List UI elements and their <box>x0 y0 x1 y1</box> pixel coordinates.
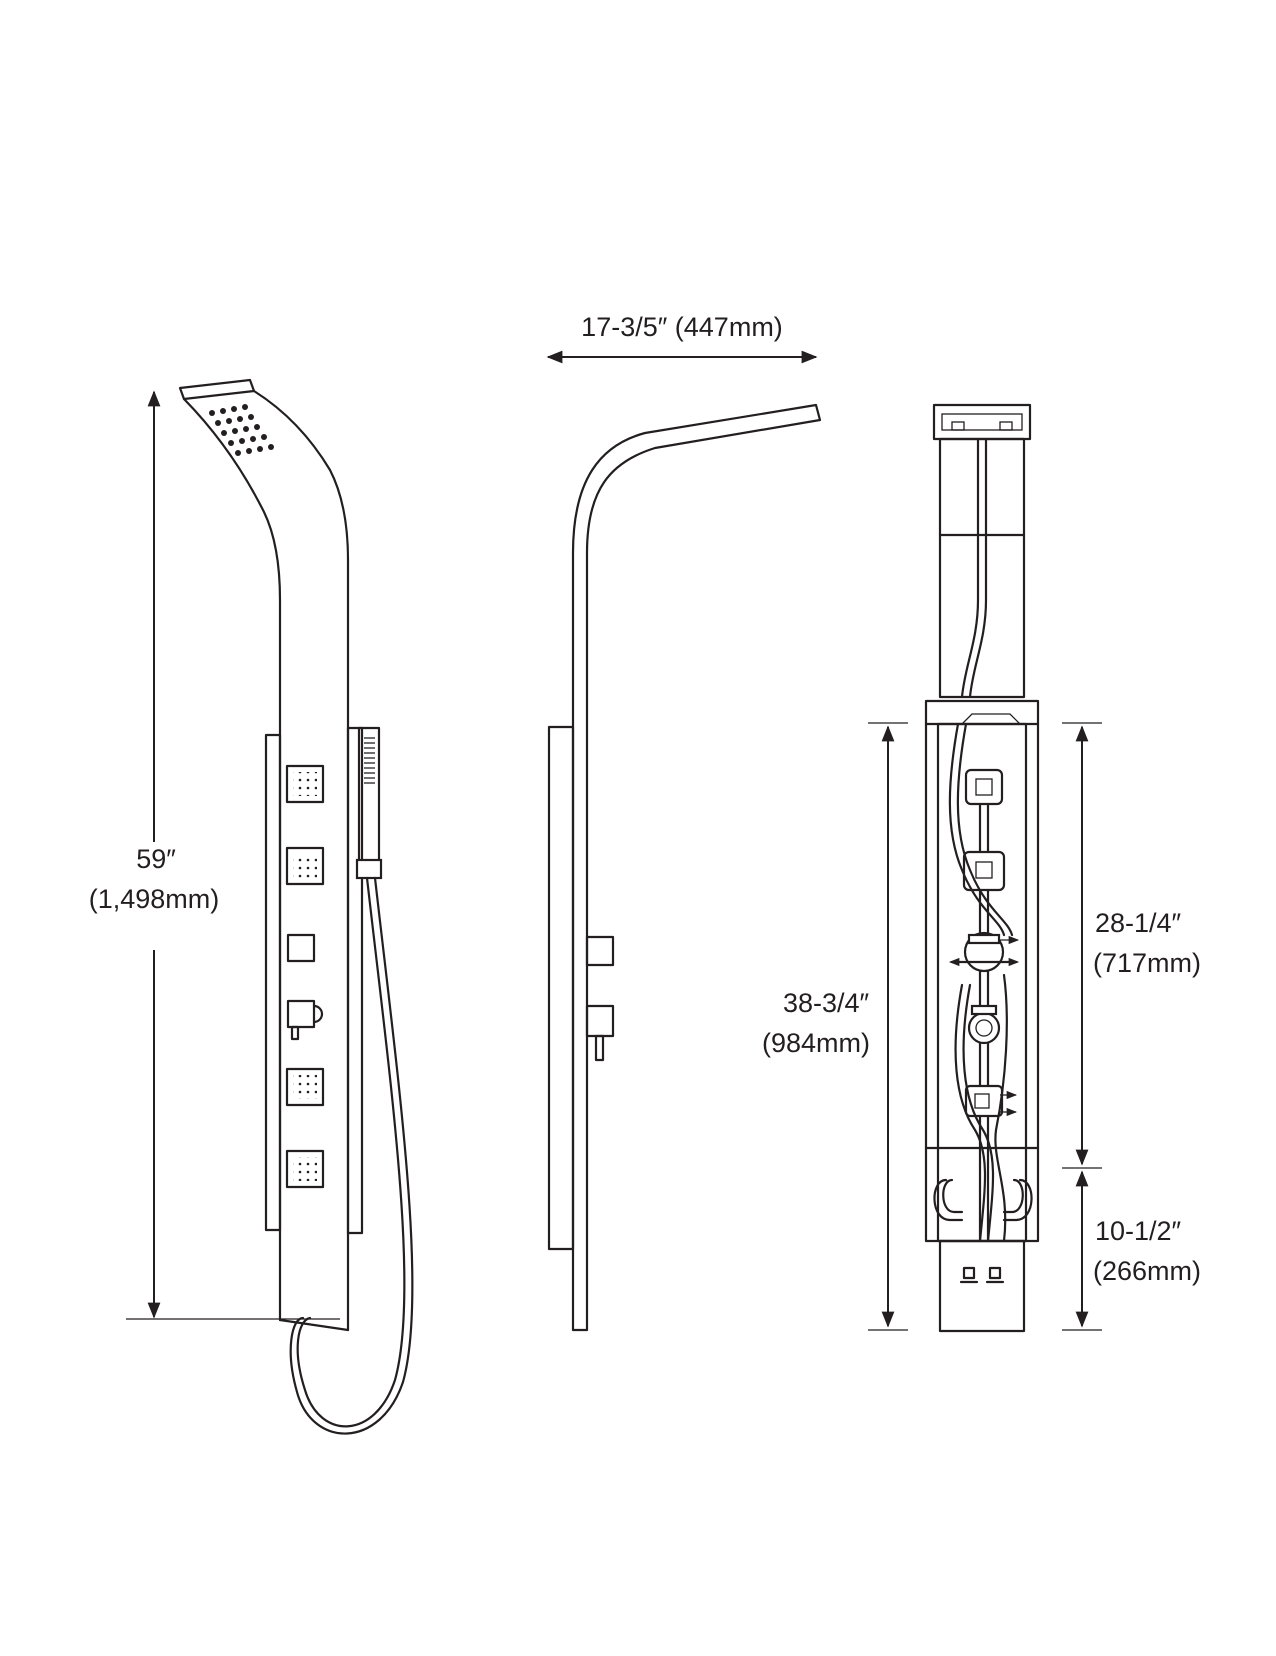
side-diverter-knob <box>585 935 615 967</box>
upper-column <box>938 437 1026 699</box>
flexible-hoses <box>948 722 1014 1243</box>
inlet-hooks <box>933 1178 1033 1222</box>
wall-connectors-icon <box>959 1266 1005 1284</box>
front-view: 59″ (1,498mm) <box>89 378 414 1435</box>
depth-label: 17-3/5″ (447mm) <box>581 312 783 342</box>
panel-side-rail <box>264 733 282 1232</box>
thermostatic-valve-body <box>967 1004 1001 1045</box>
lower-height-metric: (984mm) <box>762 1028 870 1058</box>
body-jet-3 <box>285 1067 325 1107</box>
mid-height-imperial: 28-1/4″ <box>1095 908 1182 938</box>
panel-back-rail <box>346 726 364 1235</box>
hand-shower <box>355 726 383 880</box>
bottom-height-dimension <box>1062 1170 1102 1331</box>
side-temperature-valve <box>585 1004 615 1038</box>
lower-height-imperial: 38-3/4″ <box>783 988 870 1018</box>
diverter-valve-body <box>950 931 1018 973</box>
mid-height-dimension <box>1062 722 1102 1169</box>
rain-shower-head <box>178 378 350 1332</box>
flow-arrows-icon <box>948 935 1020 1117</box>
bottom-column <box>938 1239 1026 1333</box>
hand-shower-hose <box>289 876 414 1435</box>
diverter-knob <box>286 933 316 963</box>
panel-bottom-edge <box>278 1318 350 1332</box>
bottom-height-imperial: 10-1/2″ <box>1095 1216 1182 1246</box>
body-jet-2 <box>285 846 325 886</box>
bottom-height-metric: (266mm) <box>1093 1256 1201 1286</box>
total-height-dimension <box>126 390 340 1320</box>
panel-back-plate <box>547 725 575 1251</box>
rear-view: 38-3/4″ (984mm) 28-1/4″ (717mm) 10-1/2″ … <box>762 403 1201 1333</box>
temperature-valve <box>286 999 324 1041</box>
lower-fitting <box>964 1084 1004 1118</box>
body-jet-4 <box>285 1149 325 1189</box>
panel-profile <box>571 403 822 1332</box>
rain-head-nozzles-icon <box>209 404 274 456</box>
upper-supply-hose <box>960 437 980 699</box>
total-height-metric: (1,498mm) <box>89 884 220 914</box>
fitting-1 <box>964 768 1004 806</box>
mid-height-metric: (717mm) <box>1093 948 1201 978</box>
side-view: 17-3/5″ (447mm) <box>546 312 822 1332</box>
side-valve-lever <box>594 1034 605 1062</box>
top-mount-bracket <box>932 403 1032 441</box>
body-jet-1 <box>285 764 325 804</box>
total-height-imperial: 59″ <box>136 844 176 874</box>
lower-height-dimension <box>868 722 908 1331</box>
